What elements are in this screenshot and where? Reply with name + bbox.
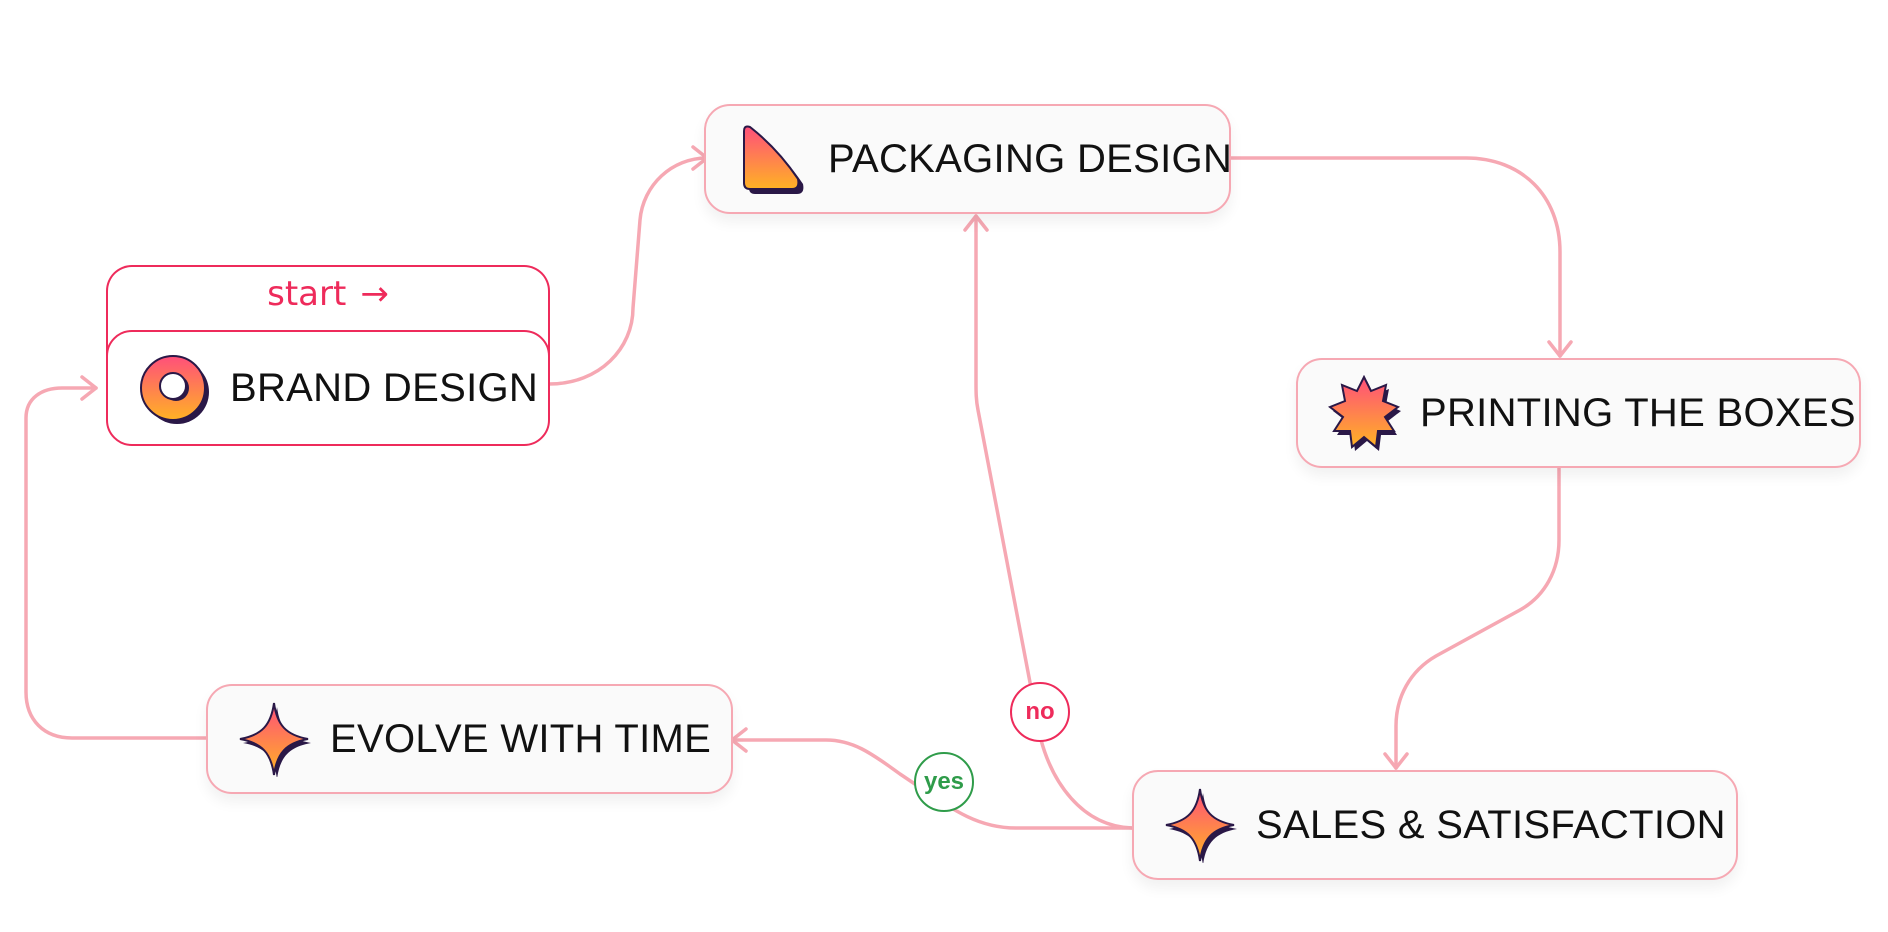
start-arrow-icon: →: [360, 274, 389, 314]
edge-label-no: no: [1010, 682, 1070, 742]
start-text: start: [267, 274, 347, 314]
edge-packaging-to-printing: [1228, 156, 1562, 358]
start-label: start →: [106, 274, 550, 314]
node-label: PACKAGING DESIGN: [828, 136, 1233, 181]
edge-printing-to-sales: [1394, 466, 1561, 770]
edge-brand-to-packaging: [547, 156, 709, 386]
ring-icon: [136, 350, 212, 426]
node-label: PRINTING THE BOXES: [1420, 390, 1856, 435]
node-packaging-design[interactable]: PACKAGING DESIGN: [704, 104, 1233, 214]
arrowhead-sales-top: [1383, 752, 1409, 770]
edge-sales-to-evolve-yes: [730, 738, 1134, 830]
edge-label-yes: yes: [914, 752, 974, 812]
edge-sales-to-packaging-no: [974, 214, 1134, 830]
node-label: BRAND DESIGN: [230, 365, 539, 410]
node-label: EVOLVE WITH TIME: [330, 716, 712, 761]
triangle-icon: [734, 121, 810, 197]
node-evolve-with-time[interactable]: EVOLVE WITH TIME: [206, 684, 733, 794]
edge-evolve-to-brand: [24, 386, 208, 740]
sparkle-icon: [1162, 787, 1238, 863]
arrowhead-packaging-bottom: [963, 214, 989, 232]
node-printing-the-boxes[interactable]: PRINTING THE BOXES: [1296, 358, 1861, 468]
arrowhead-printing-top: [1547, 340, 1573, 358]
node-sales-satisfaction[interactable]: SALES & SATISFACTION: [1132, 770, 1738, 880]
node-label: SALES & SATISFACTION: [1256, 802, 1726, 847]
arrowhead-brand-left: [80, 375, 98, 401]
starburst-icon: [1326, 375, 1402, 451]
node-brand-design[interactable]: BRAND DESIGN: [106, 330, 550, 446]
sparkle-icon: [236, 701, 312, 777]
